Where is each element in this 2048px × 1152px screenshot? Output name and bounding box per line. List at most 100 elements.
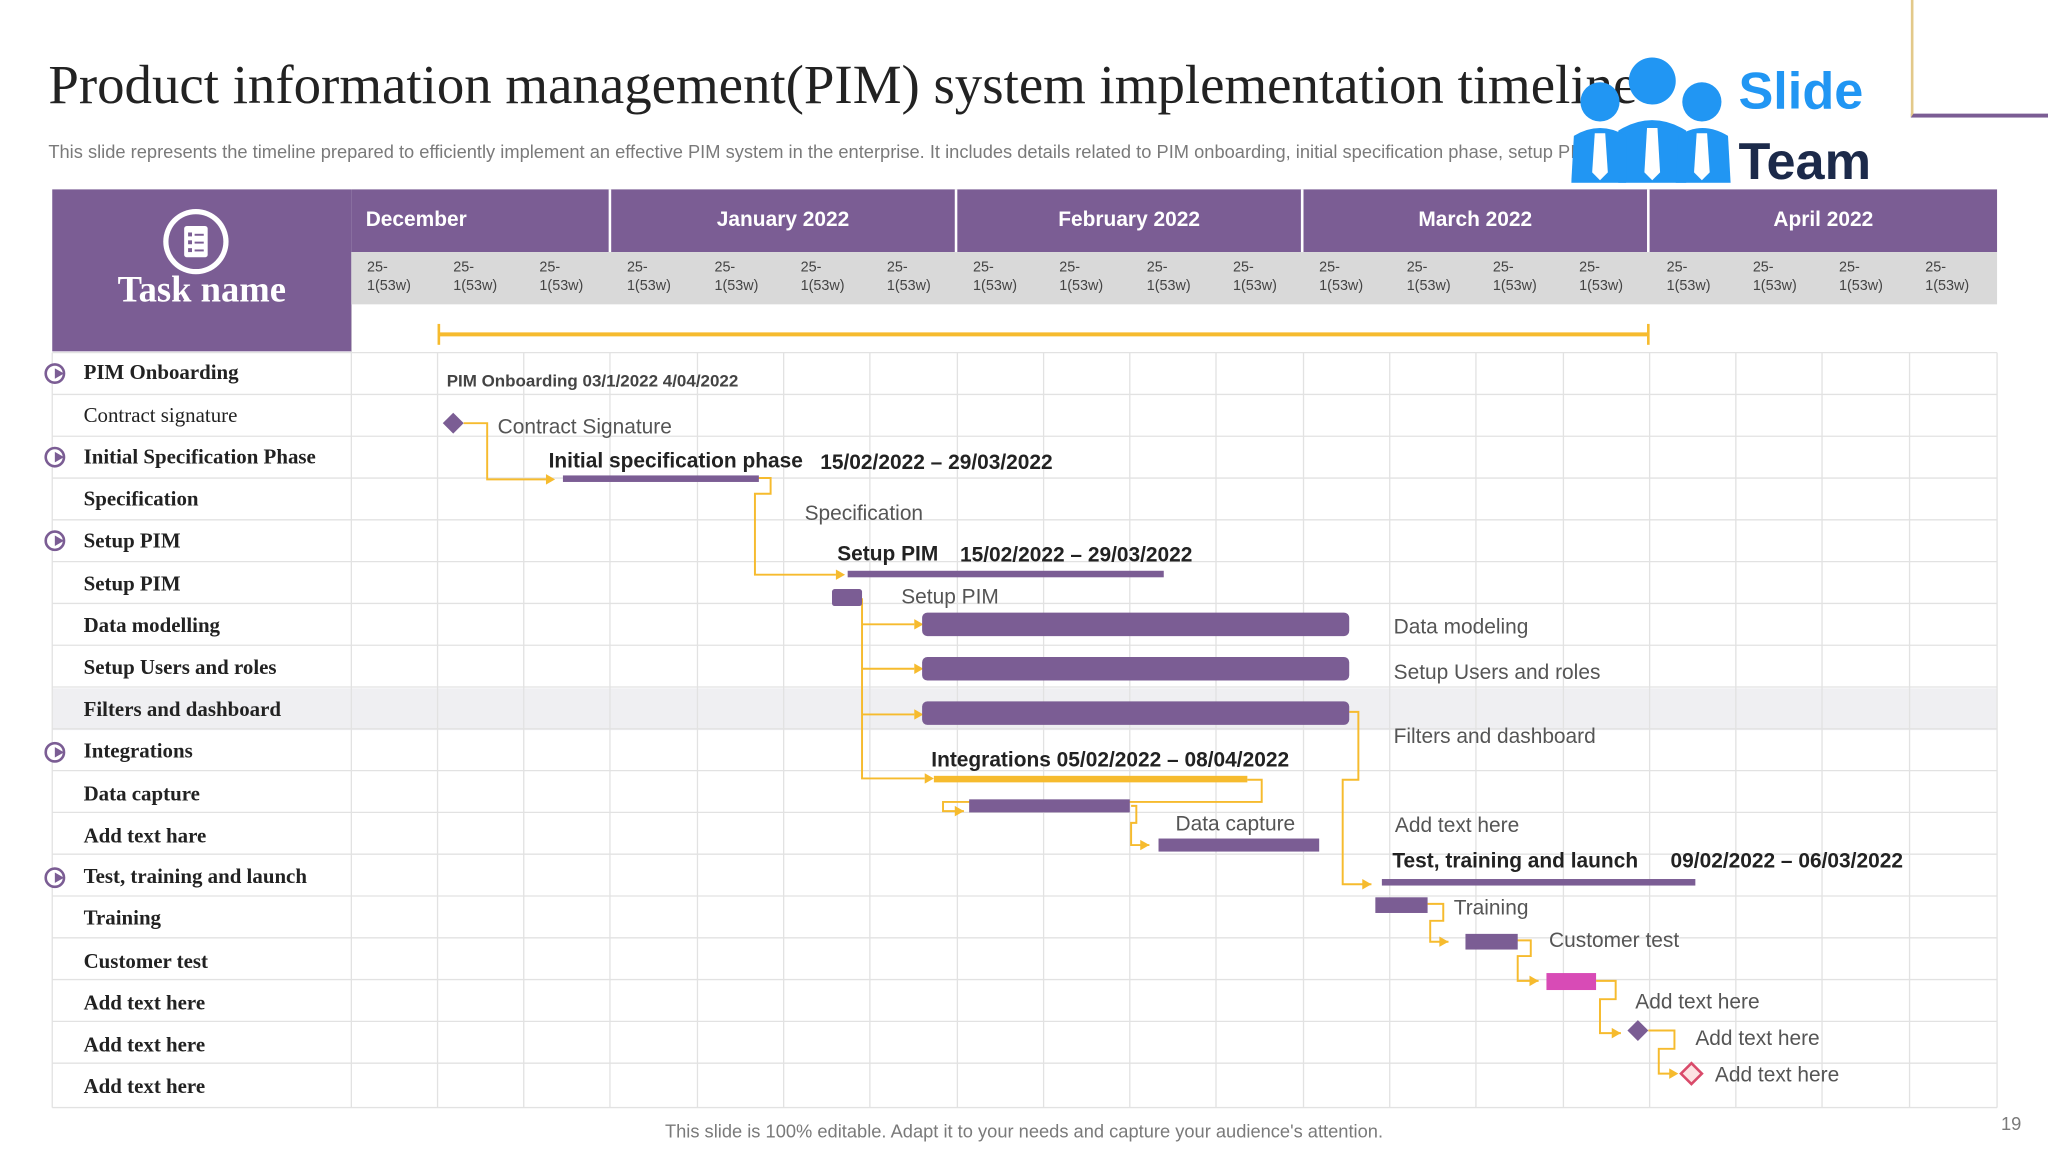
- gantt-label-specification: Specification: [804, 502, 924, 526]
- month-header-december: December: [351, 189, 612, 253]
- week-label-line1: 25-: [453, 259, 474, 276]
- week-label: 25-1(53w): [801, 259, 845, 296]
- week-label-line2: 1(53w): [1319, 278, 1364, 294]
- task-row-add-text-hare: Add text hare: [83, 825, 207, 848]
- task-row-training: Training: [83, 907, 162, 930]
- gantt-label-setup-pim-dates: 15/02/2022 – 29/03/2022: [959, 544, 1193, 567]
- week-label: 25- 1(53w): [1319, 259, 1363, 296]
- week-label: 25-1(53w): [627, 259, 671, 296]
- week-label-line2: 1(53w): [1146, 278, 1191, 294]
- corner-frame: [1910, 0, 2048, 118]
- gantt-label-customer-test: Customer test: [1549, 929, 1680, 953]
- week-label-line2: 1(53w): [367, 278, 411, 294]
- phase-bullet-icon: [44, 446, 66, 468]
- row-lines: [52, 351, 1998, 1109]
- task-row-setup-pim-phase: Setup PIM: [83, 530, 181, 553]
- milestone-add-text-2: [1627, 1020, 1649, 1041]
- task-row-data-capture: Data capture: [83, 783, 200, 806]
- phase-bullet-icon: [44, 741, 66, 763]
- week-label-line1: 25-: [1666, 259, 1688, 276]
- gantt-label-initial-spec-dates: 15/02/2022 – 29/03/2022: [820, 451, 1053, 475]
- month-header-april: April 2022: [1649, 189, 1998, 253]
- gantt-label-add-text-4: Add text here: [1714, 1064, 1840, 1087]
- task-row-customer-test: Customer test: [83, 950, 208, 974]
- week-label: 25- 1(53w): [539, 259, 583, 296]
- task-row-specification: Specification: [83, 488, 199, 511]
- gantt-label-users-roles: Setup Users and roles: [1393, 662, 1601, 685]
- bar-setup-pim: [831, 589, 863, 607]
- week-label-line1: 25-: [1146, 259, 1168, 276]
- gantt-label-integrations: Integrations 05/02/2022 – 08/04/2022: [931, 749, 1290, 772]
- month-header-february: February 2022: [957, 189, 1304, 253]
- bar-setup-pim-summary: [847, 570, 1164, 578]
- week-label-line2: 1(53w): [714, 278, 759, 294]
- overall-timeline: [437, 323, 1650, 345]
- milestone-add-text-3: [1679, 1061, 1704, 1086]
- week-label-line1: 25-: [1232, 259, 1254, 276]
- connectors: [463, 422, 1676, 1075]
- team-people-icon: [1571, 57, 1731, 183]
- month-header-march: March 2022: [1303, 189, 1650, 253]
- task-row-integrations: Integrations: [83, 740, 193, 763]
- gantt-label-training: Training: [1453, 897, 1529, 920]
- week-label-line2: 1(53w): [539, 278, 584, 294]
- slide-subtitle: This slide represents the timeline prepa…: [48, 141, 1590, 162]
- bar-data-modeling: [922, 612, 1350, 637]
- week-label-line2: 1(53w): [1059, 278, 1104, 294]
- gantt-label-onboarding: PIM Onboarding 03/1/2022 4/04/2022: [446, 370, 739, 391]
- task-row-contract-signature: Contract signature: [83, 404, 238, 428]
- phase-bullet-icon: [44, 530, 66, 552]
- phase-bullet-icon: [44, 867, 66, 889]
- week-label-line2: 1(53w): [1925, 278, 1970, 294]
- week-label-line1: 25-: [1752, 259, 1774, 276]
- week-label-line1: 25-: [1319, 259, 1340, 276]
- week-label: 25-1(53w): [973, 259, 1017, 296]
- week-label-line1: 25-: [1579, 259, 1600, 276]
- bar-customer-test: [1465, 933, 1518, 950]
- page-number: 19: [2000, 1112, 2022, 1134]
- gantt-label-add-text-1: Add text here: [1394, 815, 1520, 838]
- bar-filters: [922, 701, 1350, 725]
- connector-arrows: [545, 474, 1679, 1079]
- week-label-line1: 25-: [367, 259, 388, 276]
- task-row-test-training-launch: Test, training and launch: [83, 865, 307, 889]
- bar-training: [1375, 897, 1428, 913]
- task-name-label: Task name: [117, 270, 286, 311]
- week-label: 25- 1(53w): [1147, 259, 1191, 296]
- week-label-line2: 1(53w): [1232, 278, 1277, 294]
- bar-pink: [1546, 973, 1597, 991]
- week-label-line1: 25-: [1406, 259, 1428, 276]
- week-row: [351, 252, 1998, 305]
- milestone-contract: [442, 412, 464, 434]
- task-row-initial-spec: Initial Specification Phase: [83, 446, 316, 469]
- week-label-line2: 1(53w): [453, 278, 498, 294]
- week-label-line2: 1(53w): [800, 278, 845, 294]
- bar-test-training: [1381, 879, 1696, 886]
- task-row-pim-onboarding: PIM Onboarding: [83, 361, 239, 384]
- logo-text-team: Team: [1738, 133, 1872, 191]
- gantt-label-add-text-3: Add text here: [1695, 1027, 1820, 1051]
- week-label: 25- 1(53w): [367, 259, 411, 296]
- week-label: 25- 1(53w): [1233, 259, 1277, 296]
- task-row-add-text-1: Add text here: [83, 992, 206, 1015]
- gantt-label-initial-spec: Initial specification phase: [548, 450, 803, 473]
- task-row-setup-pim: Setup PIM: [83, 573, 181, 596]
- task-row-data-modelling: Data modelling: [83, 615, 221, 638]
- week-label: 25-1(53w): [887, 259, 931, 296]
- gantt-label-setup-pim: Setup PIM: [837, 543, 939, 566]
- week-label-line2: 1(53w): [973, 278, 1017, 294]
- week-label: 25- 1(53w): [1579, 259, 1623, 296]
- task-name-header: Task name: [52, 189, 352, 352]
- week-label: 25-1(53w): [1925, 259, 1969, 296]
- week-label: 25-1(53w): [1667, 259, 1711, 296]
- week-label: 25-1(53w): [1839, 259, 1883, 296]
- bar-data-capture-2: [1158, 838, 1320, 852]
- week-label-line1: 25-: [1839, 259, 1860, 276]
- week-label: 25-1(53w): [1407, 259, 1451, 296]
- gantt-label-contract: Contract Signature: [497, 416, 672, 439]
- week-label-line1: 25-: [886, 259, 908, 276]
- week-label-line2: 1(53w): [1579, 278, 1624, 294]
- slideteam-logo: Slide Team: [1571, 52, 1884, 196]
- week-label-line1: 25-: [539, 259, 561, 276]
